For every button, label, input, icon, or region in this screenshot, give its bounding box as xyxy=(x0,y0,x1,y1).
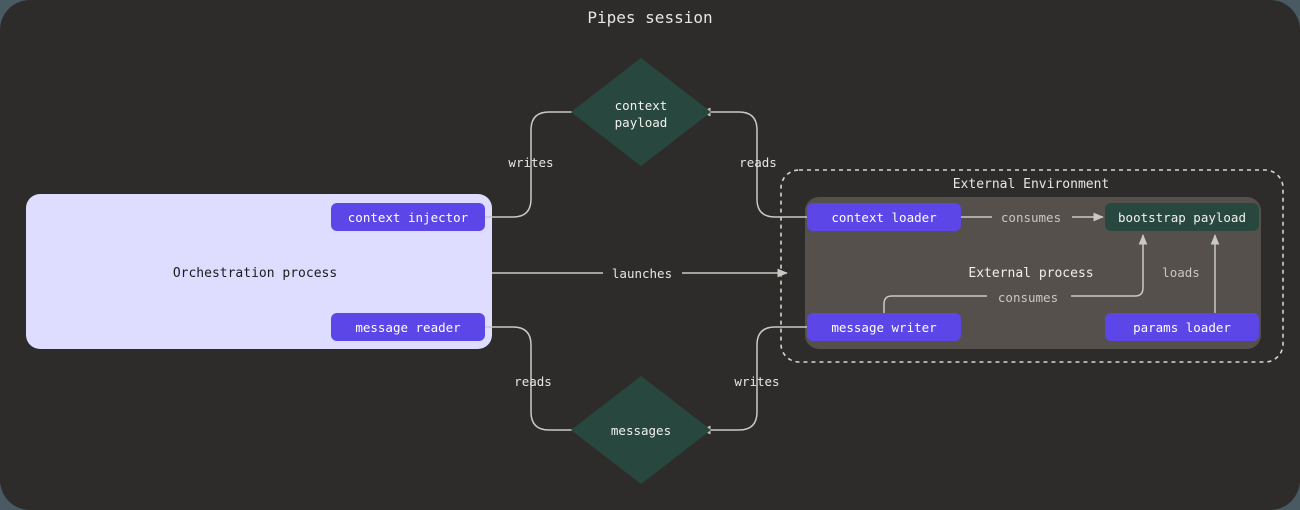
orchestration-process-panel xyxy=(26,194,492,349)
node-message-reader[interactable]: message reader xyxy=(331,313,485,341)
asset-messages[interactable]: messages xyxy=(571,376,711,484)
node-bootstrap-payload[interactable]: bootstrap payload xyxy=(1105,203,1259,231)
edge-loader-reads-context xyxy=(700,107,807,218)
edge-reader-reads-messages xyxy=(485,326,590,435)
context-loader-shape xyxy=(807,203,961,231)
context-injector-label: context injector xyxy=(348,210,469,225)
context-payload-diamond-shape xyxy=(571,58,711,166)
orchestration-process-label: Orchestration process xyxy=(173,266,337,281)
edge-injector-writes-context xyxy=(485,107,590,218)
message-reader-label: message reader xyxy=(355,320,461,335)
asset-context-payload[interactable]: context payload xyxy=(571,58,711,166)
edge-label-text-layer: launches consumes consumes xyxy=(612,210,1061,305)
context-injector-shape xyxy=(331,203,485,231)
node-context-loader[interactable]: context loader xyxy=(807,203,961,231)
message-reader-shape xyxy=(331,313,485,341)
edge-writer-writes-messages xyxy=(700,326,807,435)
page-title: Pipes session xyxy=(587,8,712,27)
label-knockout-layer xyxy=(603,209,1072,306)
edge-label-consumes-b-text: consumes xyxy=(998,290,1058,305)
external-environment-container xyxy=(780,169,1284,363)
node-message-writer[interactable]: message writer xyxy=(807,313,961,341)
messages-label: messages xyxy=(611,423,671,438)
message-writer-label: message writer xyxy=(831,320,937,335)
message-writer-shape xyxy=(807,313,961,341)
context-loader-label: context loader xyxy=(831,210,937,225)
edge-label-launches-text: launches xyxy=(612,266,672,281)
external-process-label: External process xyxy=(968,266,1093,281)
edge-label-writes-messages: writes xyxy=(734,374,779,389)
context-payload-label-line1: context xyxy=(615,98,668,113)
edge-label-consumes-a-text: consumes xyxy=(1001,210,1061,225)
edge-label-loads: loads xyxy=(1162,265,1200,280)
edge-label-reads-messages: reads xyxy=(514,374,552,389)
node-params-loader[interactable]: params loader xyxy=(1105,313,1259,341)
external-environment-label: External Environment xyxy=(953,177,1110,192)
params-loader-shape xyxy=(1105,313,1259,341)
edge-label-writes-context: writes xyxy=(508,155,553,170)
edge-label-reads-context: reads xyxy=(739,155,777,170)
context-payload-label-line2: payload xyxy=(615,115,668,130)
bootstrap-payload-label: bootstrap payload xyxy=(1118,210,1246,225)
node-context-injector[interactable]: context injector xyxy=(331,203,485,231)
bootstrap-payload-shape xyxy=(1105,203,1259,231)
messages-diamond-shape xyxy=(571,376,711,484)
params-loader-label: params loader xyxy=(1133,320,1231,335)
